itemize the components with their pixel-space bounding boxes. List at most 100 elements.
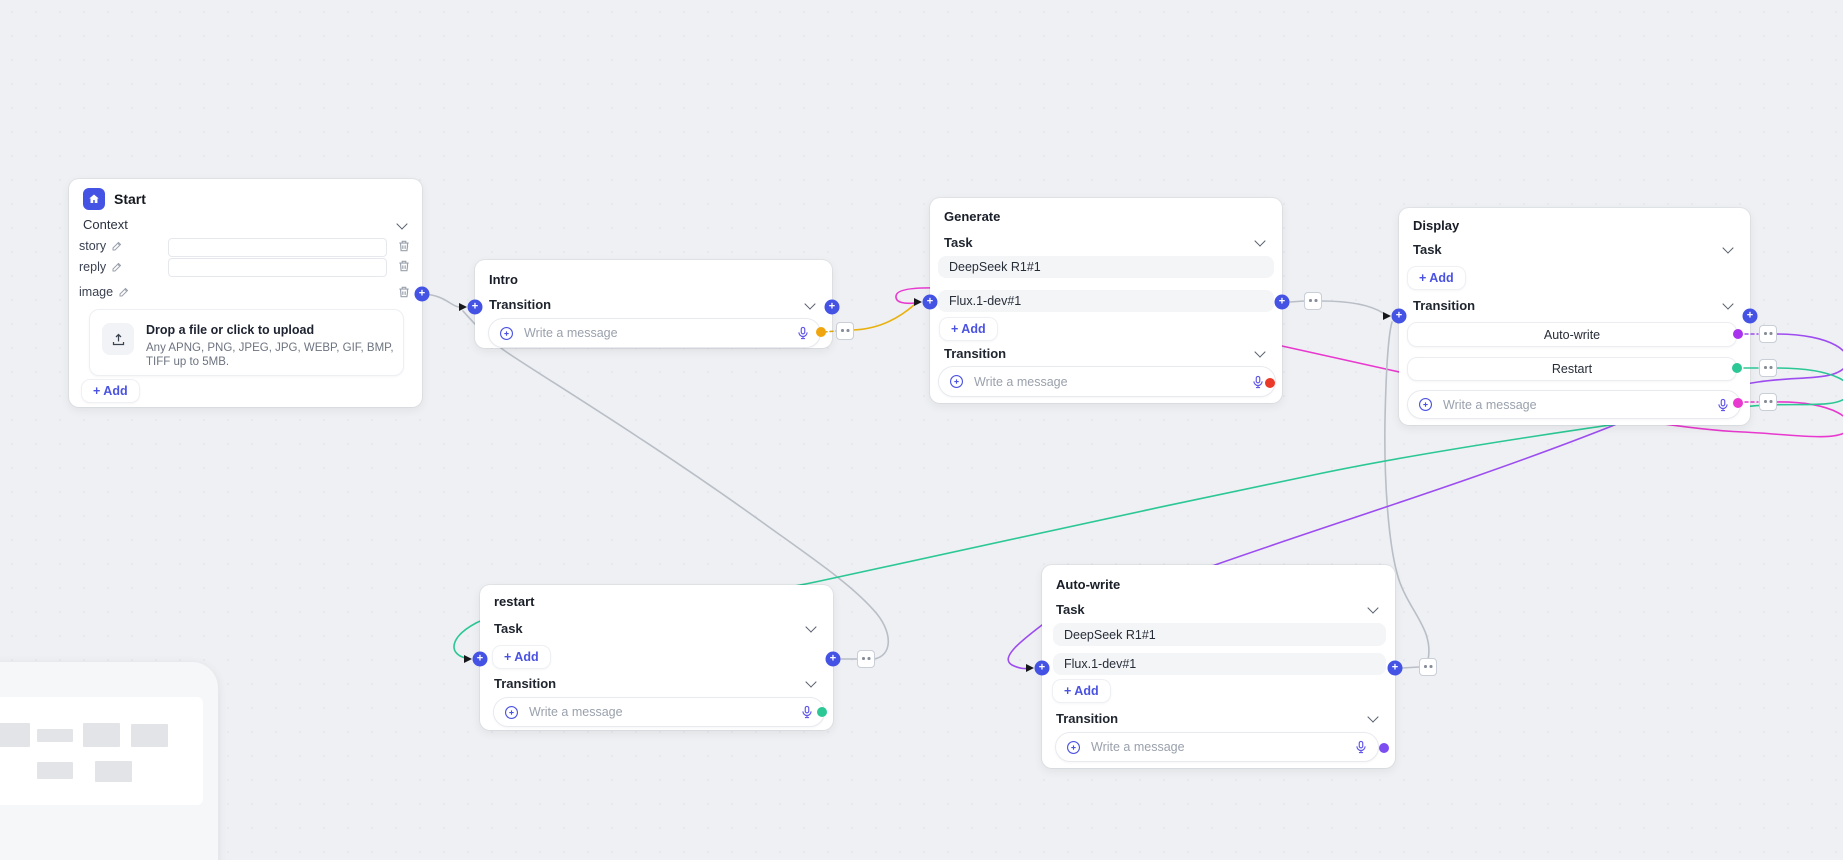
link-generate-out	[1289, 300, 1305, 303]
port-autowrite-output[interactable]	[1387, 660, 1403, 676]
transition-item-autowrite[interactable]: Auto-write	[1407, 322, 1737, 347]
add-task-button[interactable]: + Add	[492, 645, 551, 669]
output-dot-display-restart[interactable]	[1732, 363, 1742, 373]
node-restart[interactable]: restart Task + Add Transition	[480, 585, 833, 730]
edit-pencil-icon[interactable]	[111, 261, 123, 273]
output-dot-display-msg[interactable]	[1733, 398, 1743, 408]
chevron-down-icon[interactable]	[805, 621, 817, 633]
microphone-icon[interactable]	[1354, 740, 1368, 754]
edit-pencil-icon[interactable]	[118, 286, 130, 298]
transition-section-label: Transition	[944, 346, 1007, 361]
node-generate[interactable]: Generate Task DeepSeek R1#1 Flux.1-dev#1…	[930, 198, 1282, 403]
file-dropzone[interactable]: Drop a file or click to upload Any APNG,…	[89, 309, 404, 376]
wire-chip-generate-out[interactable]	[1304, 292, 1322, 310]
minimap[interactable]	[0, 662, 218, 860]
output-dot-intro-msg[interactable]	[816, 327, 826, 337]
node-intro[interactable]: Intro Transition	[475, 260, 832, 348]
microphone-icon[interactable]	[796, 326, 810, 340]
wire-chip-display-autowrite[interactable]	[1759, 325, 1777, 343]
chevron-down-icon[interactable]	[1722, 298, 1734, 310]
node-title: restart	[494, 594, 535, 609]
output-dot-display-autowrite[interactable]	[1733, 329, 1743, 339]
field-label-reply: reply	[79, 260, 123, 274]
transition-section-label: Transition	[494, 676, 557, 691]
task-section-label: Task	[494, 621, 523, 636]
chevron-down-icon[interactable]	[1254, 235, 1266, 247]
node-display[interactable]: Display Task + Add Transition Auto-write…	[1399, 208, 1750, 425]
edit-pencil-icon[interactable]	[111, 240, 123, 252]
chevron-down-icon[interactable]	[1367, 602, 1379, 614]
trash-icon[interactable]	[397, 259, 411, 273]
message-input-row[interactable]	[493, 697, 825, 727]
chevron-down-icon[interactable]	[804, 298, 816, 310]
output-dot-generate-msg[interactable]	[1265, 378, 1275, 388]
wire-chip-display-msg[interactable]	[1759, 393, 1777, 411]
wire-chip-autowrite-out[interactable]	[1419, 658, 1437, 676]
circle-plus-icon[interactable]	[949, 374, 964, 389]
message-input[interactable]	[527, 704, 792, 720]
chevron-down-icon[interactable]	[396, 218, 408, 230]
port-intro-input[interactable]	[467, 299, 483, 315]
message-input-row[interactable]	[1055, 732, 1379, 762]
circle-plus-icon[interactable]	[499, 326, 514, 341]
chevron-down-icon[interactable]	[805, 676, 817, 688]
link-autowrite-out	[1401, 666, 1420, 669]
port-restart-input[interactable]	[472, 651, 488, 667]
add-task-button[interactable]: + Add	[1052, 679, 1111, 703]
port-display-input[interactable]	[1391, 308, 1407, 324]
wire-chip-restart-out[interactable]	[857, 650, 875, 668]
microphone-icon[interactable]	[1251, 375, 1265, 389]
port-generate-input[interactable]	[922, 294, 938, 310]
node-start[interactable]: Start Context story reply image Drop a f…	[69, 179, 422, 407]
add-task-button[interactable]: + Add	[939, 317, 998, 341]
port-display-output[interactable]	[1742, 308, 1758, 324]
task-item[interactable]: Flux.1-dev#1	[938, 290, 1274, 312]
minimap-node	[37, 762, 73, 779]
message-input-row[interactable]	[938, 366, 1276, 397]
microphone-icon[interactable]	[800, 705, 814, 719]
task-item[interactable]: Flux.1-dev#1	[1053, 653, 1386, 675]
message-input-row[interactable]	[488, 318, 821, 348]
task-section-label: Task	[1413, 242, 1442, 257]
task-item[interactable]: DeepSeek R1#1	[1053, 623, 1386, 646]
transition-item-restart[interactable]: Restart	[1407, 357, 1737, 381]
message-input[interactable]	[522, 325, 788, 341]
message-input-row[interactable]	[1407, 390, 1741, 419]
message-input[interactable]	[1441, 396, 1708, 413]
node-title: Display	[1413, 218, 1460, 233]
circle-plus-icon[interactable]	[504, 705, 519, 720]
start-node-header: Start	[83, 188, 146, 210]
port-autowrite-input[interactable]	[1034, 660, 1050, 676]
circle-plus-icon[interactable]	[1066, 740, 1081, 755]
dropzone-subtitle: Any APNG, PNG, JPEG, JPG, WEBP, GIF, BMP…	[146, 342, 394, 368]
port-start-output[interactable]	[414, 286, 430, 302]
chevron-down-icon[interactable]	[1254, 346, 1266, 358]
message-input[interactable]	[972, 373, 1243, 390]
wire-chip-intro-msg[interactable]	[836, 322, 854, 340]
port-intro-output[interactable]	[824, 299, 840, 315]
add-context-button[interactable]: + Add	[81, 379, 140, 403]
story-input[interactable]	[168, 238, 387, 257]
node-title: Generate	[944, 209, 1001, 224]
circle-plus-icon[interactable]	[1418, 397, 1433, 412]
minimap-node	[37, 729, 73, 742]
message-input[interactable]	[1089, 739, 1346, 755]
arrow-into-display	[1383, 312, 1391, 320]
task-item[interactable]: DeepSeek R1#1	[938, 256, 1274, 278]
output-dot-restart-msg[interactable]	[817, 707, 827, 717]
node-autowrite[interactable]: Auto-write Task DeepSeek R1#1 Flux.1-dev…	[1042, 565, 1395, 768]
reply-input[interactable]	[168, 258, 387, 277]
trash-icon[interactable]	[397, 285, 411, 299]
trash-icon[interactable]	[397, 239, 411, 253]
port-generate-output[interactable]	[1274, 294, 1290, 310]
chevron-down-icon[interactable]	[1367, 711, 1379, 723]
wire-chip-display-restart[interactable]	[1759, 359, 1777, 377]
port-restart-output[interactable]	[825, 651, 841, 667]
add-task-button[interactable]: + Add	[1407, 266, 1466, 290]
output-dot-autowrite-msg[interactable]	[1379, 743, 1389, 753]
microphone-icon[interactable]	[1716, 398, 1730, 412]
chevron-down-icon[interactable]	[1722, 242, 1734, 254]
dropzone-title: Drop a file or click to upload	[146, 323, 315, 337]
node-title: Start	[114, 191, 146, 207]
